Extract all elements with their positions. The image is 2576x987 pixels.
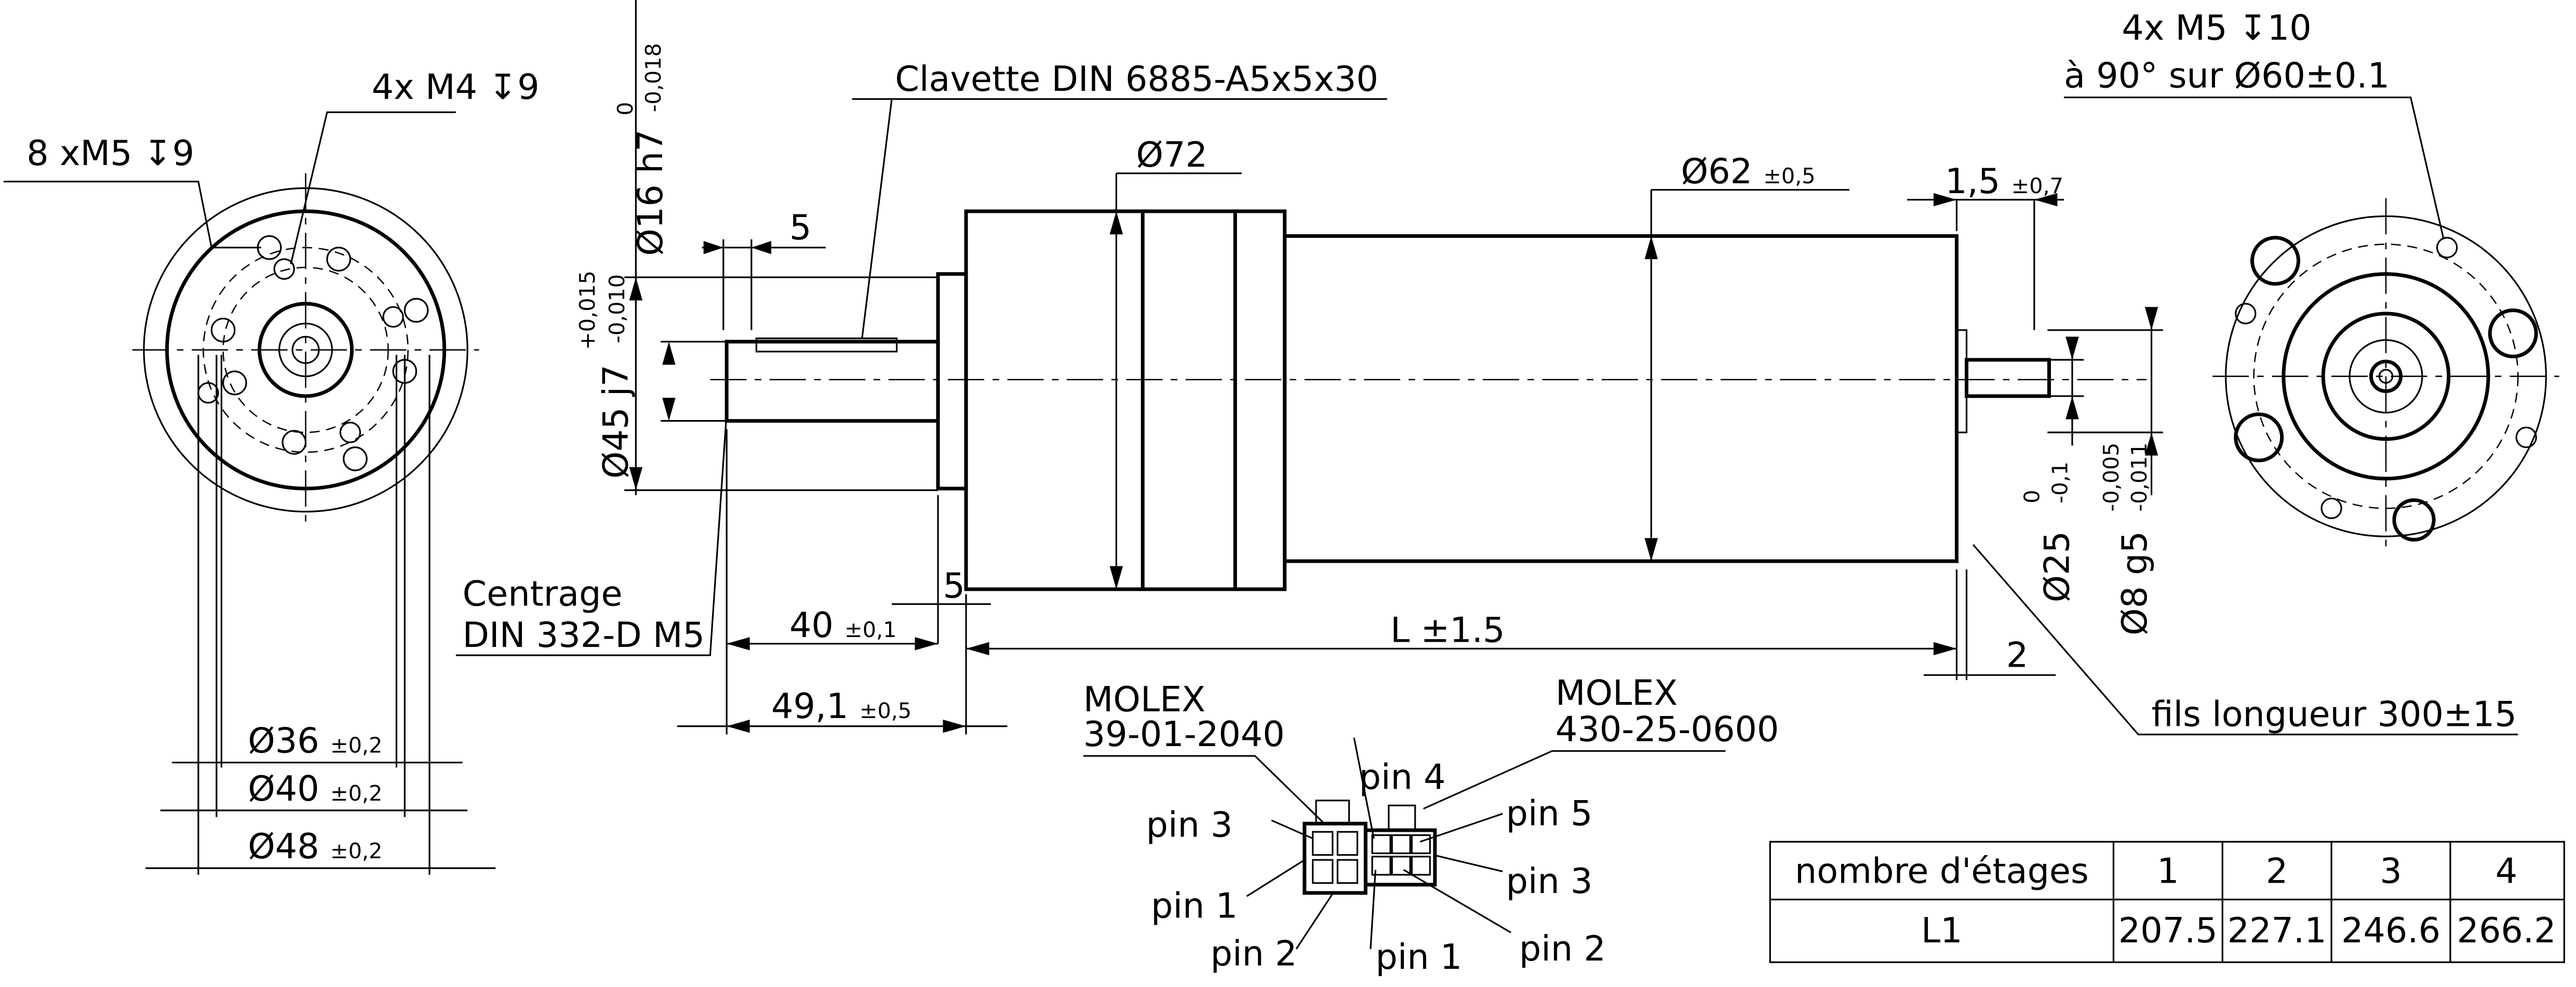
callout-4xm4: 4x M4 ↧9 (372, 67, 540, 107)
pin2-right-label: pin 2 (1519, 928, 1606, 969)
callout-4xm5-line1: 4x M5 ↧10 (2122, 7, 2311, 48)
rear-view-right: 4x M5 ↧10 à 90° sur Ø60±0.1 (2064, 7, 2559, 553)
callout-8xm5: 8 xM5 ↧9 (26, 133, 194, 173)
dim-rear-8-tol-upper: -0,005 (2099, 442, 2124, 511)
pin1-mid-label: pin 1 (1375, 937, 1462, 977)
centrage-label-2: DIN 332-D M5 (463, 615, 705, 655)
table-header-cell: 4 (2496, 851, 2517, 891)
dim-pilot-dia-tol-upper: +0,015 (575, 271, 600, 350)
dim-rear-25-tol-upper: 0 (2019, 490, 2044, 503)
pin3-left-label: pin 3 (1146, 805, 1233, 845)
dim-1-5: 1,5 ±0,7 (1945, 161, 2063, 201)
dim-pilot-dia-tol-lower: -0,010 (605, 274, 629, 343)
molex-right-line2: 430-25-0600 (1555, 709, 1779, 749)
pin2-left-label: pin 2 (1211, 934, 1297, 974)
dim-5-top: 5 (789, 207, 811, 248)
dim-shaft-dia-tol-upper: 0 (613, 102, 638, 115)
dim-36: Ø36 ±0,2 (248, 721, 382, 761)
dim-2: 2 (2006, 634, 2028, 675)
dim-49-1: 49,1 ±0,5 (771, 686, 911, 726)
table-cell: 266.2 (2457, 910, 2556, 951)
molex-left-line1: MOLEX (1083, 679, 1205, 720)
dim-40: 40 ±0,1 (789, 605, 896, 645)
table-cell: 207.5 (2118, 910, 2218, 951)
dim-5-bottom: 5 (943, 565, 965, 606)
dim-rear-25: Ø25 (2037, 531, 2077, 602)
table-header-cell: nombre d'étages (1795, 851, 2089, 891)
dim-48: Ø48 ±0,2 (248, 826, 382, 867)
molex-left-line2: 39-01-2040 (1083, 714, 1285, 754)
table-cell: L1 (1921, 910, 1963, 951)
connectors: MOLEX 39-01-2040 MOLEX 430-25-0600 pin 4… (1083, 672, 1779, 977)
dim-rear-8: Ø8 g5 (2114, 531, 2155, 636)
table-row: L1 207.5 227.1 246.6 266.2 (1921, 910, 2556, 951)
dim-40: Ø40 ±0,2 (248, 768, 382, 809)
dim-62: Ø62 ±0,5 (1681, 151, 1816, 192)
dim-rear-25-tol-lower: -0,1 (2047, 462, 2072, 504)
pin3-right-label: pin 3 (1506, 861, 1593, 901)
dim-shaft-dia: Ø16 h7 (630, 129, 670, 255)
dim-pilot-dia: Ø45 j7 (595, 364, 636, 479)
dim-L: L ±1.5 (1390, 610, 1505, 651)
molex-right-line1: MOLEX (1555, 672, 1678, 713)
table-cell: 227.1 (2228, 910, 2327, 951)
dim-shaft-dia-tol-lower: -0,018 (641, 43, 666, 112)
wire-length-label: fils longueur 300±15 (2152, 694, 2517, 735)
table-header-row: nombre d'étages 1 2 3 4 (1795, 851, 2517, 891)
dim-rear-8-tol-lower: -0,011 (2127, 442, 2152, 511)
stages-table: nombre d'étages 1 2 3 4 L1 207.5 227.1 2… (1769, 841, 2565, 963)
table-cell: 246.6 (2341, 910, 2440, 951)
pin1-left-label: pin 1 (1151, 885, 1238, 926)
table-header-cell: 1 (2157, 851, 2179, 891)
dim-72: Ø72 (1136, 134, 1208, 175)
side-view-motor: Ø16 h7 0 -0,018 Ø45 j7 +0,015 -0,010 5 C… (455, 0, 2518, 736)
callout-4xm5-line2: à 90° sur Ø60±0.1 (2064, 55, 2390, 96)
pin4-label: pin 4 (1359, 757, 1446, 797)
front-view-left: 8 xM5 ↧9 4x M4 ↧9 Ø36 ±0,2 Ø40 ±0,2 Ø48 … (3, 67, 540, 875)
key-label: Clavette DIN 6885-A5x5x30 (895, 59, 1378, 99)
centrage-label-1: Centrage (463, 574, 623, 614)
pin5-label: pin 5 (1506, 793, 1593, 833)
table-header-cell: 3 (2380, 851, 2401, 891)
table-header-cell: 2 (2266, 851, 2288, 891)
